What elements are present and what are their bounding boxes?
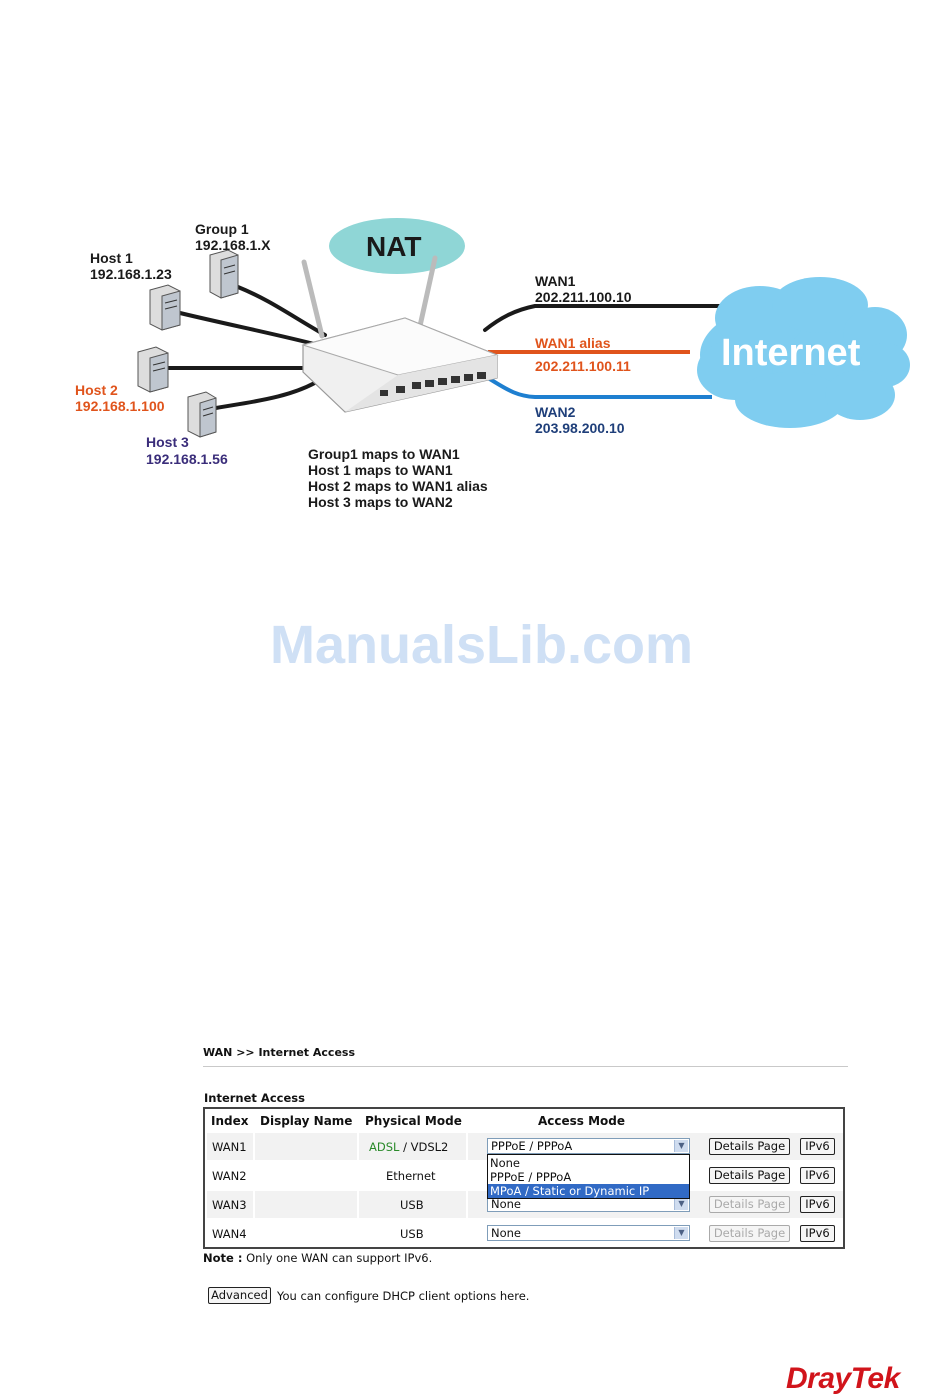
wan2-ip: 203.98.200.10 bbox=[535, 420, 625, 436]
note-label: Note : bbox=[203, 1251, 243, 1265]
watermark: ManualsLib.com bbox=[269, 615, 694, 675]
chevron-down-icon: ▼ bbox=[674, 1140, 688, 1152]
host2-server-icon bbox=[137, 346, 169, 393]
details-page-button[interactable]: Details Page bbox=[709, 1167, 790, 1184]
note-text: Only one WAN can support IPv6. bbox=[242, 1251, 433, 1265]
nat-label: NAT bbox=[366, 231, 422, 262]
wan1-cable bbox=[483, 304, 727, 332]
table-row: WAN2 Ethernet Details Page IPv6 bbox=[207, 1162, 843, 1189]
wan2-name: WAN2 bbox=[535, 404, 576, 420]
chevron-down-icon: ▼ bbox=[674, 1198, 688, 1210]
group1-server-icon bbox=[209, 249, 239, 299]
network-diagram: NAT Internet Group 1 192.168.1.X Host 1 … bbox=[0, 0, 950, 560]
header-access-mode: Access Mode bbox=[538, 1114, 626, 1128]
advanced-description: You can configure DHCP client options he… bbox=[277, 1289, 530, 1303]
host3-ip: 192.168.1.56 bbox=[146, 451, 228, 467]
internet-label: Internet bbox=[721, 332, 861, 374]
dropdown-option[interactable]: None bbox=[490, 1156, 521, 1170]
header-index: Index bbox=[211, 1114, 249, 1128]
row-index: WAN2 bbox=[212, 1169, 247, 1183]
row-physical-mode: USB bbox=[400, 1198, 424, 1212]
header-display-name: Display Name bbox=[260, 1114, 353, 1128]
ipv6-button[interactable]: IPv6 bbox=[800, 1167, 835, 1184]
internet-cloud bbox=[697, 277, 910, 428]
wan2-cable bbox=[486, 376, 712, 399]
internet-access-panel: WAN >> Internet Access Internet Access I… bbox=[200, 1040, 850, 1310]
breadcrumb: WAN >> Internet Access bbox=[203, 1046, 356, 1059]
host2-name: Host 2 bbox=[75, 382, 118, 398]
wan1-name: WAN1 bbox=[535, 273, 576, 289]
host1-name: Host 1 bbox=[90, 250, 133, 266]
access-mode-dropdown: None PPPoE / PPPoA MPoA / Static or Dyna… bbox=[487, 1154, 690, 1199]
router-icon bbox=[301, 255, 499, 413]
advanced-button[interactable]: Advanced bbox=[208, 1287, 271, 1304]
ipv6-button[interactable]: IPv6 bbox=[800, 1138, 835, 1155]
divider bbox=[203, 1066, 848, 1067]
details-page-button: Details Page bbox=[709, 1225, 790, 1242]
mapping-line: Host 1 maps to WAN1 bbox=[308, 462, 453, 478]
host1-cable bbox=[178, 311, 320, 347]
dropdown-option-highlighted[interactable]: MPoA / Static or Dynamic IP bbox=[488, 1184, 689, 1198]
host1-ip: 192.168.1.23 bbox=[90, 266, 172, 282]
row-index: WAN1 bbox=[212, 1140, 247, 1154]
vdsl-label: VDSL2 bbox=[410, 1140, 449, 1154]
group1-ip: 192.168.1.X bbox=[195, 237, 271, 253]
host3-name: Host 3 bbox=[146, 434, 189, 450]
row-index: WAN3 bbox=[212, 1198, 247, 1212]
table-row: WAN4 USB None▼ Details Page IPv6 bbox=[207, 1220, 843, 1247]
row-index: WAN4 bbox=[212, 1227, 247, 1241]
adsl-label: ADSL bbox=[369, 1140, 400, 1154]
chevron-down-icon: ▼ bbox=[674, 1227, 688, 1239]
group1-name: Group 1 bbox=[195, 221, 249, 237]
host3-cable bbox=[214, 378, 322, 410]
host3-server-icon bbox=[187, 391, 217, 438]
mapping-list: Group1 maps to WAN1 Host 1 maps to WAN1 … bbox=[308, 446, 488, 510]
row-physical-mode: ADSL / VDSL2 bbox=[369, 1140, 449, 1154]
nat-ellipse bbox=[329, 218, 465, 274]
access-mode-select[interactable]: PPPoE / PPPoA▼ bbox=[487, 1138, 690, 1154]
ipv6-button[interactable]: IPv6 bbox=[800, 1225, 835, 1242]
host1-server-icon bbox=[149, 284, 181, 331]
ipv6-button[interactable]: IPv6 bbox=[800, 1196, 835, 1213]
mapping-line: Host 2 maps to WAN1 alias bbox=[308, 478, 488, 494]
brand-logo: DrayTek bbox=[786, 1362, 900, 1395]
mapping-line: Group1 maps to WAN1 bbox=[308, 446, 460, 462]
wan1-ip: 202.211.100.10 bbox=[535, 289, 632, 305]
dropdown-option[interactable]: PPPoE / PPPoA bbox=[490, 1170, 572, 1184]
details-page-button[interactable]: Details Page bbox=[709, 1138, 790, 1155]
host2-ip: 192.168.1.100 bbox=[75, 398, 165, 414]
section-title: Internet Access bbox=[204, 1091, 305, 1105]
row-physical-mode: Ethernet bbox=[386, 1169, 436, 1183]
group1-cable bbox=[236, 285, 327, 337]
access-mode-select[interactable]: None▼ bbox=[487, 1196, 690, 1212]
details-page-button: Details Page bbox=[709, 1196, 790, 1213]
access-mode-select[interactable]: None▼ bbox=[487, 1225, 690, 1241]
note: Note : Only one WAN can support IPv6. bbox=[203, 1251, 432, 1265]
row-physical-mode: USB bbox=[400, 1227, 424, 1241]
mapping-line: Host 3 maps to WAN2 bbox=[308, 494, 453, 510]
wan1-alias-ip: 202.211.100.11 bbox=[535, 358, 631, 374]
header-physical-mode: Physical Mode bbox=[365, 1114, 462, 1128]
diagram-graphics bbox=[137, 218, 910, 438]
wan1-alias-name: WAN1 alias bbox=[535, 335, 611, 351]
